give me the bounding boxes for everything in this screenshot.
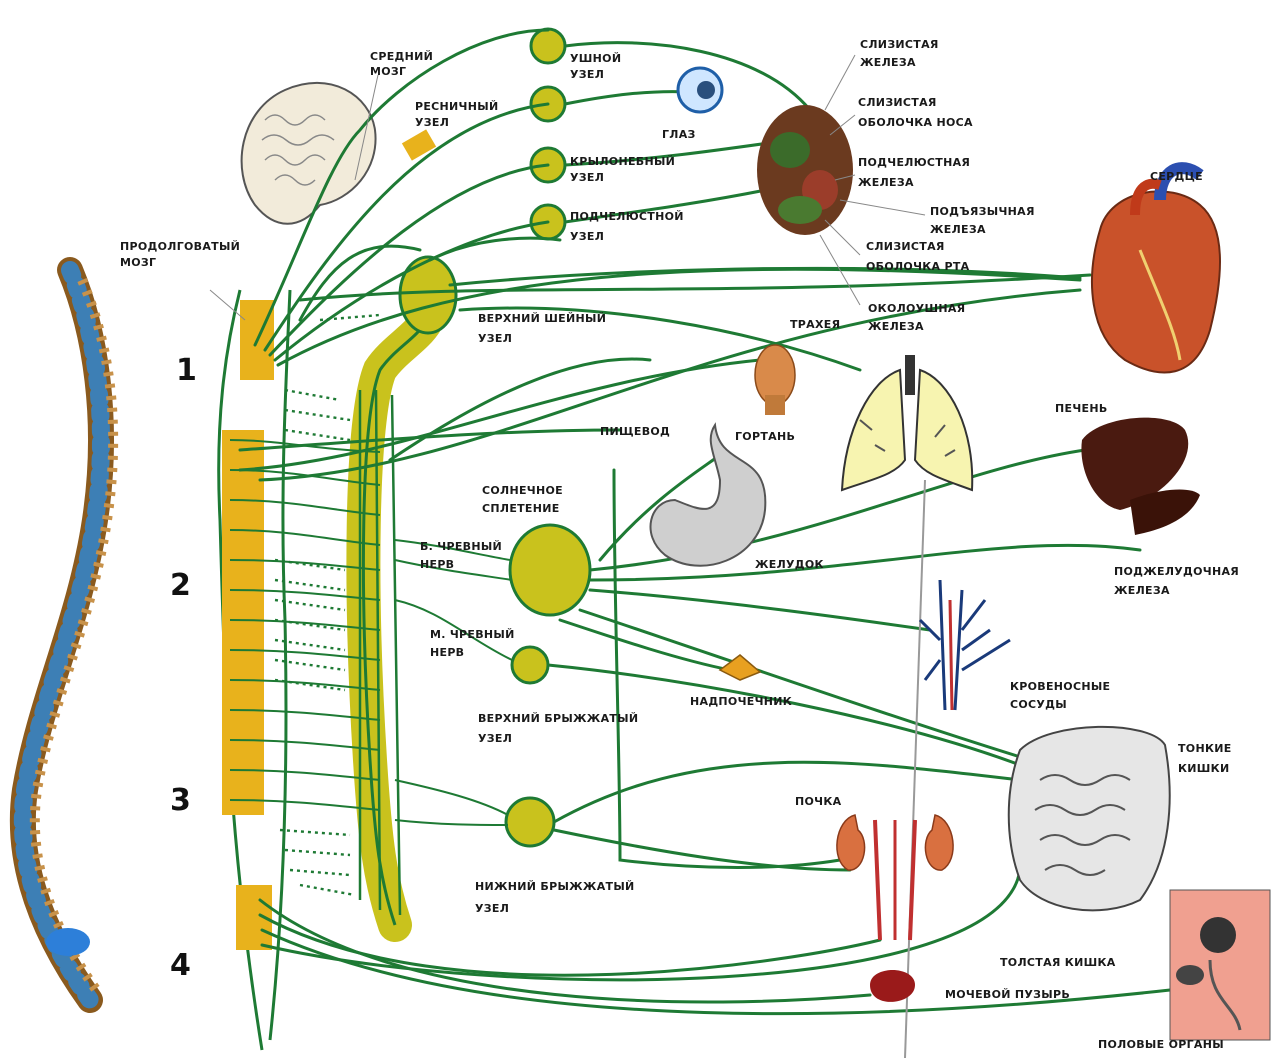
inferior-mesenteric-ganglion [506, 798, 554, 846]
label-esophagus: ПИЩЕВОД [600, 425, 670, 438]
label-mucous-gland-1: СЛИЗИСТАЯ [860, 38, 939, 51]
label-sup-cervical-2: УЗЕЛ [478, 332, 512, 345]
larynx-illustration [755, 345, 795, 415]
label-submand-node-1: ПОДЧЕЛЮСТНОЙ [570, 210, 684, 223]
label-liver: ПЕЧЕНЬ [1055, 402, 1108, 415]
label-midbrain-2: МОЗГ [370, 65, 406, 78]
label-sup-cervical-1: ВЕРХНИЙ ШЕЙНЫЙ [478, 312, 606, 325]
section-number-2: 2 [170, 568, 191, 603]
lungs-illustration [842, 355, 972, 490]
small-intestine-illustration [1009, 727, 1170, 911]
label-bladder: МОЧЕВОЙ ПУЗЫРЬ [945, 988, 1070, 1001]
label-inf-mesenteric-1: НИЖНИЙ БРЫЖЖАТЫЙ [475, 880, 635, 893]
label-lesser-splanchnic-1: М. ЧРЕВНЫЙ [430, 628, 515, 641]
label-trachea: ТРАХЕЯ [790, 318, 840, 331]
label-pancreas-1: ПОДЖЕЛУДОЧНАЯ [1114, 565, 1239, 578]
label-mucous-gland-2: ЖЕЛЕЗА [860, 56, 916, 69]
label-pterygo-2: УЗЕЛ [570, 171, 604, 184]
label-parotid-2: ЖЕЛЕЗА [868, 320, 924, 333]
blood-vessels-illustration [920, 580, 1010, 710]
label-sublingual-2: ЖЕЛЕЗА [930, 223, 986, 236]
label-pterygo-1: КРЫЛОНЕБНЫЙ [570, 155, 675, 168]
label-oral-mucosa-1: СЛИЗИСТАЯ [866, 240, 945, 253]
otic-ganglion [531, 29, 565, 63]
sympathetic-trunk [360, 257, 456, 925]
label-medulla-1: ПРОДОЛГОВАТЫЙ [120, 240, 240, 253]
section-number-1: 1 [176, 353, 197, 388]
label-otic-1: УШНОЙ [570, 52, 621, 65]
label-vessels-1: КРОВЕНОСНЫЕ [1010, 680, 1110, 693]
abdominal-ganglia [506, 525, 590, 846]
salivary-glands-illustration [757, 105, 853, 235]
label-larynx: ГОРТАНЬ [735, 430, 795, 443]
eye-illustration [678, 68, 722, 112]
section-number-4: 4 [170, 948, 191, 983]
label-sublingual-1: ПОДЪЯЗЫЧНАЯ [930, 205, 1035, 218]
solar-plexus [510, 525, 590, 615]
label-parotid-1: ОКОЛОУШНАЯ [868, 302, 965, 315]
label-medulla-2: МОЗГ [120, 256, 156, 269]
kidneys-illustration [837, 815, 953, 940]
bladder-illustration [870, 970, 915, 1002]
label-pancreas-2: ЖЕЛЕЗА [1114, 584, 1170, 597]
superior-mesenteric-ganglion [512, 647, 548, 683]
label-adrenal: НАДПОЧЕЧНИК [690, 695, 792, 708]
label-greater-splanchnic-1: Б. ЧРЕВНЫЙ [420, 540, 502, 553]
label-submand-gland-2: ЖЕЛЕЗА [858, 176, 914, 189]
label-small-intestine-2: КИШКИ [1178, 762, 1229, 775]
label-ciliary-2: УЗЕЛ [415, 116, 449, 129]
label-submand-gland-1: ПОДЧЕЛЮСТНАЯ [858, 156, 970, 169]
heart-illustration [1092, 168, 1220, 372]
label-solar-2: СПЛЕТЕНИЕ [482, 502, 560, 515]
label-lesser-splanchnic-2: НЕРВ [430, 646, 464, 659]
liver-illustration [1081, 418, 1200, 535]
label-greater-splanchnic-2: НЕРВ [420, 558, 454, 571]
section-number-3: 3 [170, 783, 191, 818]
label-nasal-mucosa-2: ОБОЛОЧКА НОСА [858, 116, 973, 129]
label-heart: СЕРДЦЕ [1150, 170, 1203, 183]
label-otic-2: УЗЕЛ [570, 68, 604, 81]
label-nasal-mucosa-1: СЛИЗИСТАЯ [858, 96, 937, 109]
label-sup-mesenteric-2: УЗЕЛ [478, 732, 512, 745]
spinal-cord [219, 290, 290, 1050]
label-solar-1: СОЛНЕЧНОЕ [482, 484, 563, 497]
thoracolumbar-segment [222, 430, 264, 815]
spine-illustration [23, 270, 113, 1000]
label-genitals: ПОЛОВЫЕ ОРГАНЫ [1098, 1038, 1224, 1051]
label-vessels-2: СОСУДЫ [1010, 698, 1067, 711]
brain-illustration [242, 83, 376, 224]
section-numbers: 1 2 3 4 [170, 353, 197, 983]
label-submand-node-2: УЗЕЛ [570, 230, 604, 243]
label-kidney: ПОЧКА [795, 795, 842, 808]
label-large-intestine: ТОЛСТАЯ КИШКА [1000, 956, 1116, 969]
genital-illustration [1170, 890, 1270, 1040]
label-small-intestine-1: ТОНКИЕ [1178, 742, 1232, 755]
label-stomach: ЖЕЛУДОК [755, 558, 824, 571]
label-sup-mesenteric-1: ВЕРХНИЙ БРЫЖЖАТЫЙ [478, 712, 638, 725]
label-midbrain-1: СРЕДНИЙ [370, 50, 433, 63]
label-ciliary-1: РЕСНИЧНЫЙ [415, 100, 498, 113]
label-inf-mesenteric-2: УЗЕЛ [475, 902, 509, 915]
superior-cervical-ganglion [400, 257, 456, 333]
label-eye: ГЛАЗ [662, 128, 696, 141]
label-oral-mucosa-2: ОБОЛОЧКА РТА [866, 260, 970, 273]
